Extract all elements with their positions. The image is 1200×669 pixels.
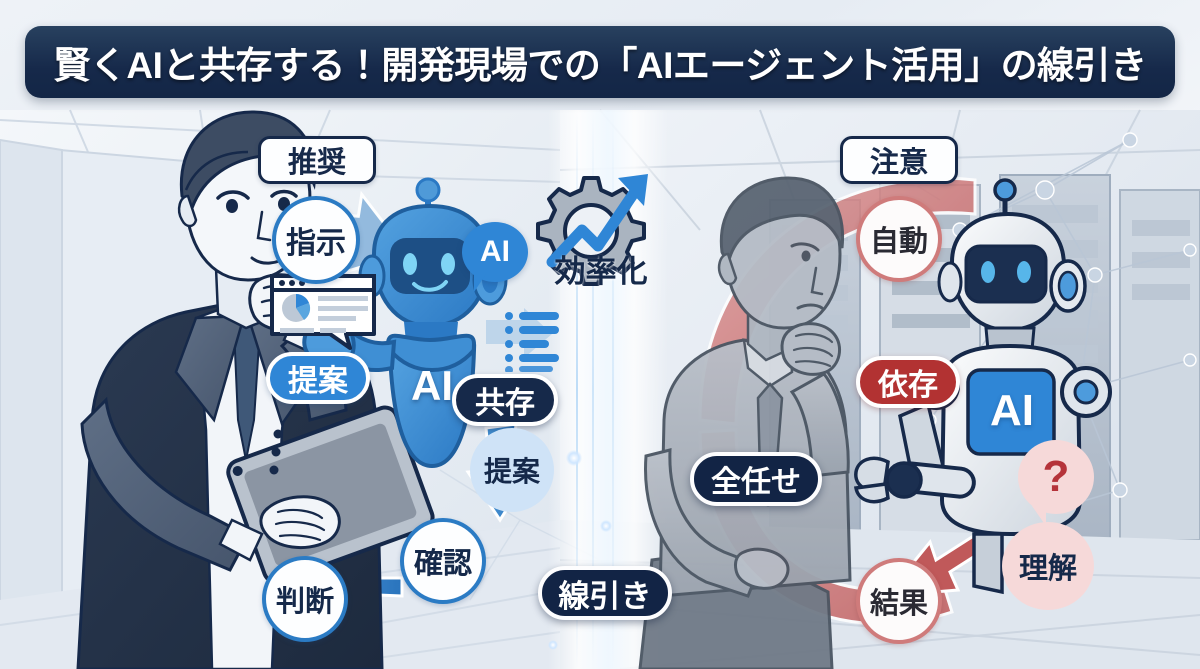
chip-boundary: 線引き [538, 566, 672, 620]
divider-line-3 [612, 110, 614, 669]
report-card-icon [268, 272, 378, 358]
chip-izon: 依存 [856, 356, 960, 408]
chip-ai-bubble-left: AI [462, 222, 528, 282]
chip-jidou: 自動 [856, 196, 942, 282]
section-heading-caution: 注意 [840, 136, 958, 184]
efficiency-gear-uptrend-icon [536, 160, 664, 290]
divider-line-1 [576, 110, 578, 669]
sparkle [566, 450, 582, 466]
title-banner: 賢くAIと共存する！開発現場での「AIエージェント活用」の線引き [25, 26, 1175, 98]
section-heading-recommended: 推奨 [258, 136, 376, 184]
chip-ai-panel-right: AI [990, 386, 1034, 435]
sparkle [548, 640, 558, 650]
chip-question-bubble: ? [1018, 440, 1094, 514]
chip-teian-1: 提案 [266, 352, 370, 404]
chip-zenmakase: 全任せ [690, 452, 822, 506]
businessman-figure [76, 110, 435, 669]
efficiency-label: 効率化 [554, 254, 648, 289]
sparkle [600, 520, 612, 532]
chip-kyozon: 共存 [452, 374, 558, 426]
chip-handan: 判断 [262, 556, 348, 642]
chip-kekka: 結果 [856, 558, 942, 644]
ai-bubble-tail-left [474, 274, 486, 292]
chip-ai-chest-left: AI [411, 362, 453, 409]
checklist-icon [504, 310, 560, 374]
divider-line-2 [592, 110, 594, 669]
question-bubble-tail [1032, 506, 1046, 526]
chip-kakunin: 確認 [400, 518, 486, 604]
chip-rikai: 理解 [1002, 522, 1094, 610]
chip-shiji: 指示 [272, 196, 360, 284]
chip-teian-2: 提案 [470, 428, 554, 512]
page-title: 賢くAIと共存する！開発現場での「AIエージェント活用」の線引き [53, 45, 1147, 86]
